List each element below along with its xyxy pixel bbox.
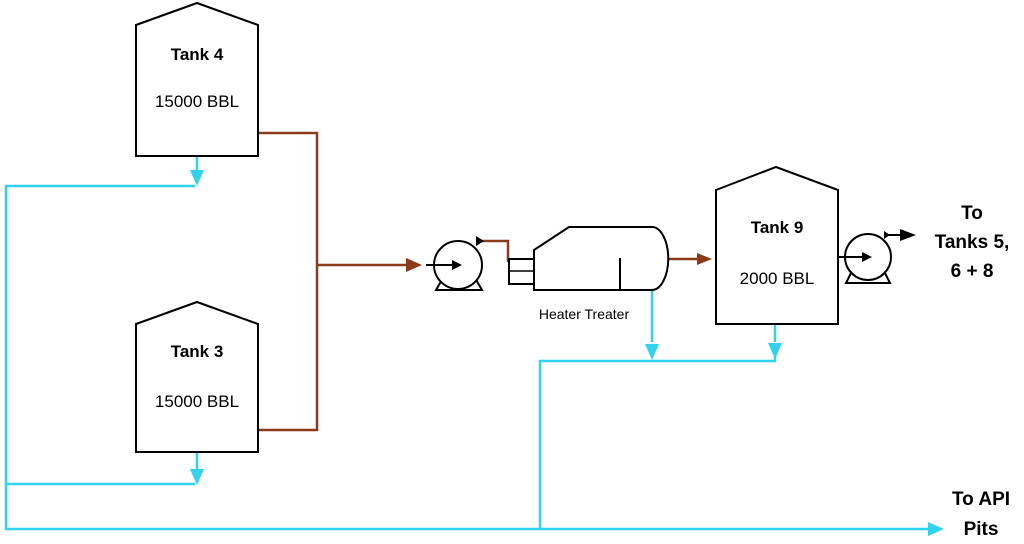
oil-arrowhead-to-pump xyxy=(406,258,422,272)
water-line-lower-header xyxy=(538,356,777,529)
tank-3-shape xyxy=(135,300,259,453)
dest-tanks-line2: Tanks 5, xyxy=(935,232,1010,253)
oil-line-tank4-outlet xyxy=(258,131,319,265)
tank-9[interactable]: Tank 9 2000 BBL xyxy=(715,165,839,325)
water-arrow-tank9 xyxy=(768,343,782,359)
oil-line-pump-to-heater xyxy=(482,239,510,262)
destination-tanks-5-6-8: To Tanks 5, 6 + 8 xyxy=(935,203,1010,282)
water-arrow-heater xyxy=(645,344,659,360)
tank-9-capacity: 2000 BBL xyxy=(740,269,815,288)
heater-treater-vessel xyxy=(533,226,670,291)
transfer-pump-discharge-arrow-icon xyxy=(476,236,484,246)
water-arrow-tank4 xyxy=(190,170,204,186)
tank-4[interactable]: Tank 4 15000 BBL xyxy=(135,1,259,157)
tank-3[interactable]: Tank 3 15000 BBL xyxy=(135,300,259,453)
water-arrowheads xyxy=(190,170,944,536)
dest-api-line1: To API xyxy=(952,489,1010,510)
water-line-tank4-header xyxy=(4,184,930,531)
tank-3-capacity: 15000 BBL xyxy=(155,392,239,411)
oil-lines xyxy=(258,131,698,432)
shipping-pump-discharge-arrow-icon xyxy=(900,229,916,241)
oil-line-tank3-outlet xyxy=(258,265,319,432)
tank-4-shape xyxy=(135,1,259,157)
dest-api-line2: Pits xyxy=(964,519,999,540)
destination-api-pits: To API Pits xyxy=(952,489,1010,540)
water-arrow-api xyxy=(928,522,944,536)
tank-9-name: Tank 9 xyxy=(751,218,804,237)
tank-4-capacity: 15000 BBL xyxy=(155,92,239,111)
shipping-pump[interactable] xyxy=(838,229,916,284)
transfer-pump[interactable] xyxy=(426,236,484,291)
dest-tanks-line3: 6 + 8 xyxy=(951,261,994,282)
transfer-pump-arrowhead-icon xyxy=(452,260,462,270)
heater-treater[interactable]: Heater Treater xyxy=(508,226,670,322)
shipping-pump-discharge-tick-icon xyxy=(884,231,890,239)
dest-tanks-line1: To xyxy=(961,203,983,224)
tank-3-name: Tank 3 xyxy=(171,342,224,361)
heater-treater-label: Heater Treater xyxy=(539,306,630,322)
tank-4-name: Tank 4 xyxy=(171,45,224,64)
water-arrow-tank3 xyxy=(190,469,204,485)
tank-9-shape xyxy=(715,165,839,325)
oil-arrowhead-to-tank9 xyxy=(697,253,712,265)
shipping-pump-arrowhead-icon xyxy=(862,252,872,262)
